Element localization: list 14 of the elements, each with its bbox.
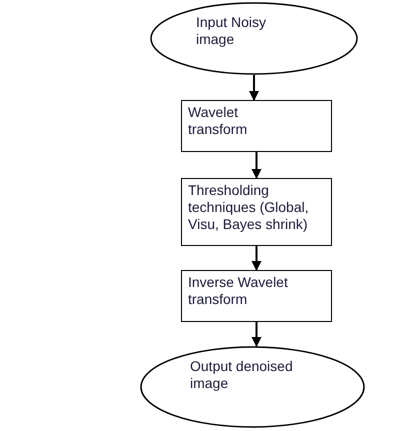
arrow [252,152,262,179]
process-box [181,178,332,246]
terminal-ellipse [140,346,365,428]
node-label: Output denoised image [190,358,294,392]
node-label: Inverse Wavelet transform [188,274,289,308]
process-box [181,270,332,322]
arrow [249,75,259,101]
node-label: Input Noisy image [196,14,268,48]
node-label: Thresholding techniques (Global, Visu, Bayes shrink) [188,182,310,233]
node-label: Wavelet transform [188,104,248,138]
arrow [252,246,262,271]
process-box [181,100,332,152]
terminal-ellipse [150,2,358,75]
arrow [252,322,262,347]
